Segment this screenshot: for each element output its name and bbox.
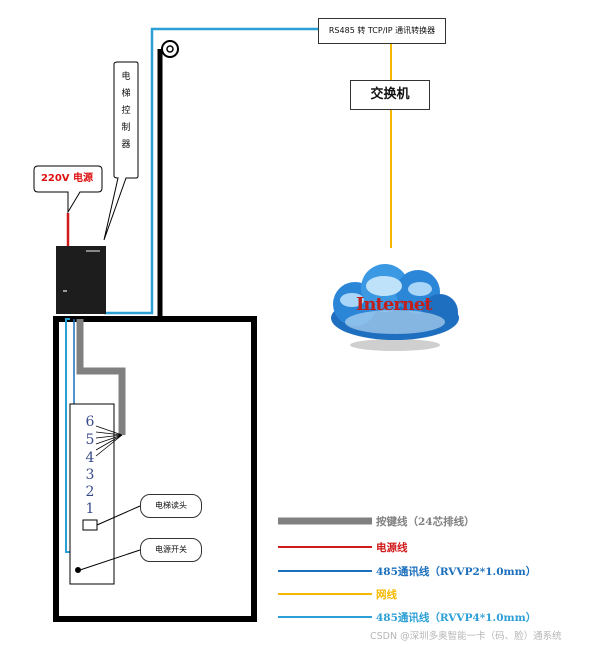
floor-button-6: 6 — [85, 414, 95, 430]
button-wire — [76, 319, 126, 435]
legend-network-line: 网线 — [376, 589, 397, 601]
legend-button-wire: 按键线（24芯排线） — [376, 516, 475, 528]
power-callout-bubble — [33, 165, 103, 214]
button-panel — [69, 403, 115, 585]
controller-callout-bubble — [103, 61, 139, 241]
controller-callout: 电 梯 控 制 器 — [114, 61, 138, 179]
card-reader-tag: 电梯读头 — [140, 494, 202, 518]
power-label: 220V 电源 — [40, 173, 94, 184]
watermark: CSDN @深圳多奥智能一卡（码、脸）通系统 — [370, 631, 562, 642]
elevator-controller — [56, 246, 106, 314]
button-connection-wires — [95, 425, 123, 457]
power-switch-dot — [75, 567, 81, 573]
internet-cloud — [331, 264, 459, 351]
legend-rs485-2core: 485通讯线（RVVP2*1.0mm） — [376, 566, 537, 578]
floor-button-5: 5 — [85, 432, 95, 448]
network-switch-label: 交换机 — [370, 87, 410, 102]
floor-button-4: 4 — [85, 450, 95, 466]
power-callout: 220V 电源 — [32, 165, 102, 193]
legend-rs485-4core: 485通讯线（RVVP4*1.0mm） — [376, 612, 537, 624]
rs485-converter-label: RS485 转 TCP/IP 通讯转换器 — [328, 26, 436, 35]
floor-button-2: 2 — [85, 484, 95, 500]
rs485-converter-box: RS485 转 TCP/IP 通讯转换器 — [318, 18, 446, 44]
network-switch-box: 交换机 — [350, 80, 430, 110]
card-reader-head — [82, 519, 98, 531]
internet-label: Internet — [356, 294, 433, 315]
cable-pulley — [161, 40, 179, 58]
elevator-car — [53, 316, 257, 622]
legend-power-line: 电源线 — [376, 542, 408, 554]
controller-label: 电 梯 控 制 器 — [121, 72, 131, 150]
floor-button-1: 1 — [85, 501, 95, 517]
power-switch-tag: 电源开关 — [140, 538, 202, 562]
legend-swatches — [278, 517, 372, 618]
floor-button-3: 3 — [85, 467, 95, 483]
rs485-4core-line — [104, 27, 318, 315]
